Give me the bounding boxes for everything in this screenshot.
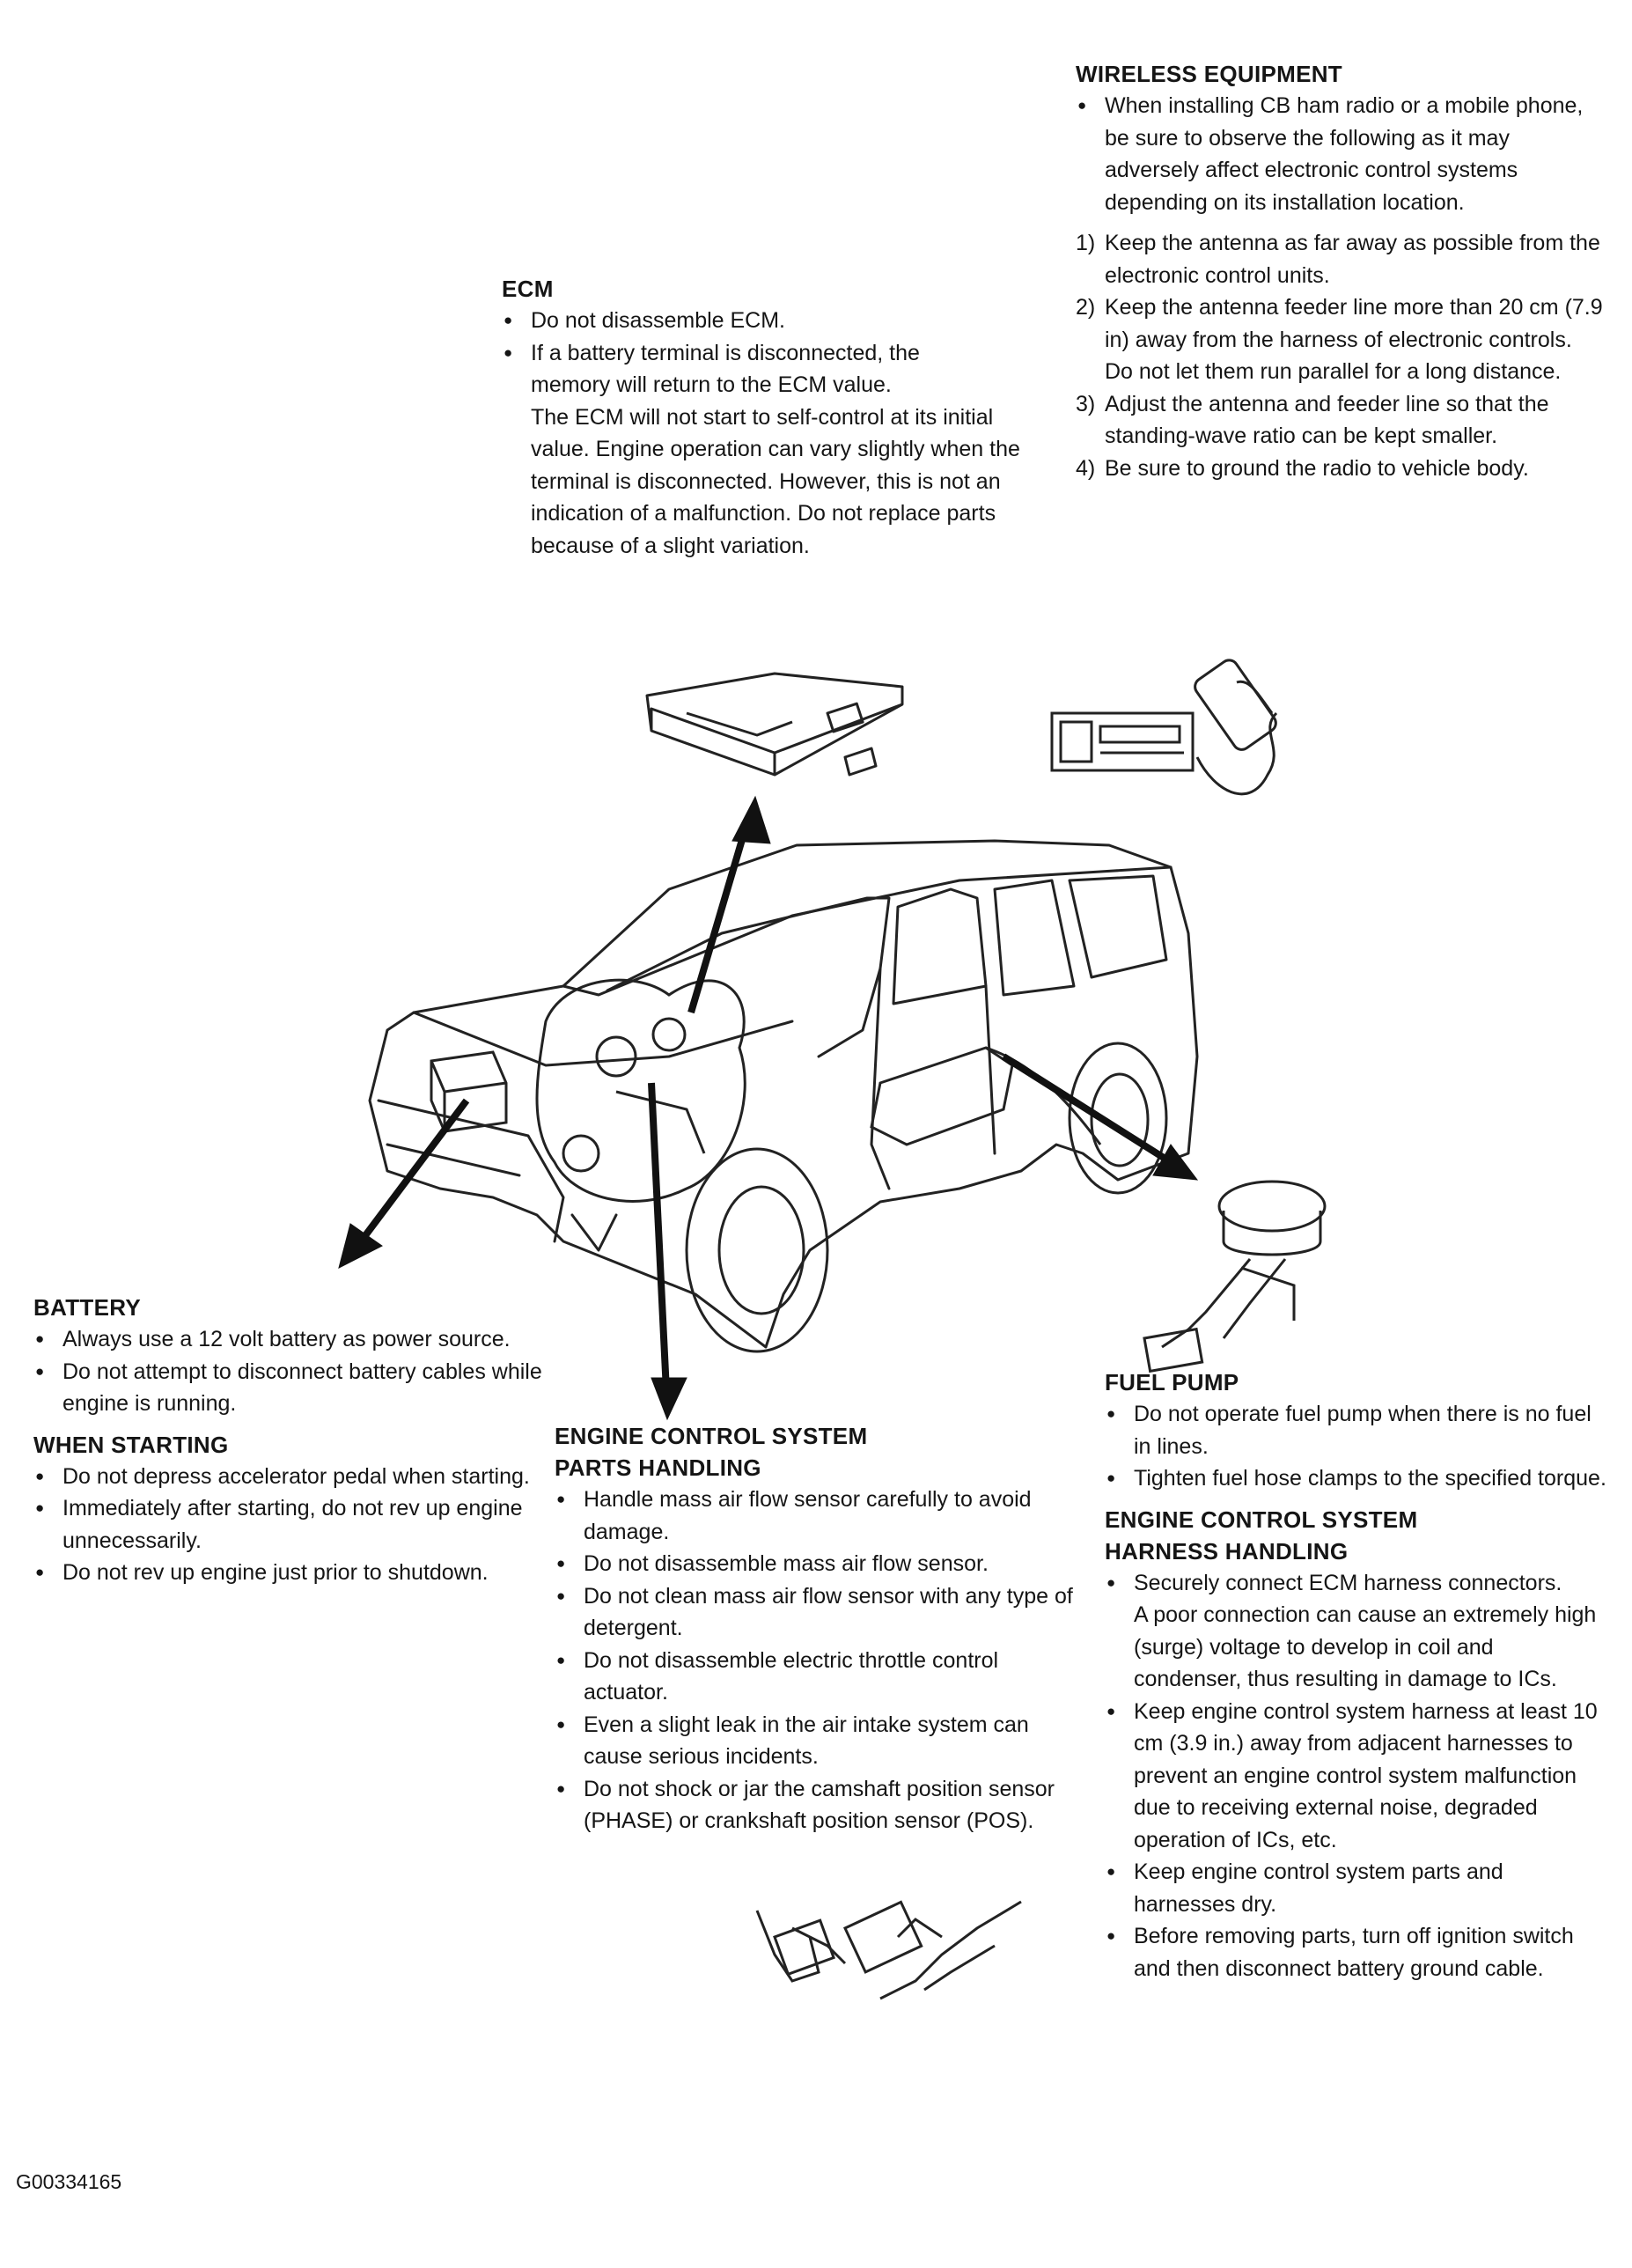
harness-note: A poor connection can cause an extremely… — [1134, 1602, 1597, 1691]
wireless-step-2: Keep the antenna feeder line more than 2… — [1076, 291, 1604, 388]
parts-title: ENGINE CONTROL SYSTEM PARTS HANDLING — [555, 1423, 868, 1481]
fuel-pump — [1217, 1180, 1327, 1233]
parts-bullet-3: Do not clean mass air flow sensor with a… — [555, 1580, 1083, 1645]
parts-section: ENGINE CONTROL SYSTEM PARTS HANDLING Han… — [555, 1420, 1083, 1837]
ecm-bullet-1: Do not disassemble ECM. — [502, 305, 1048, 337]
wireless-title: WIRELESS EQUIPMENT — [1076, 61, 1342, 87]
rear-wheel — [1068, 1042, 1168, 1195]
ecm-section: ECM Do not disassemble ECM. If a battery… — [502, 273, 1048, 562]
harness-bullet-3: Keep engine control system parts and har… — [1105, 1856, 1606, 1920]
harness-bullet-2: Keep engine control system harness at le… — [1105, 1696, 1606, 1857]
battery-bullet-1: Always use a 12 volt battery as power so… — [33, 1323, 544, 1356]
parts-bullet-4: Do not disassemble electric throttle con… — [555, 1645, 1083, 1709]
ecm-bullet-2: If a battery terminal is disconnected, t… — [502, 337, 1048, 563]
parts-bullet-1: Handle mass air flow sensor carefully to… — [555, 1484, 1083, 1548]
engine-block — [535, 978, 746, 1203]
wireless-step-4: Be sure to ground the radio to vehicle b… — [1076, 453, 1604, 485]
pointer-arrows — [338, 795, 1199, 1421]
harness-title: ENGINE CONTROL SYSTEM HARNESS HANDLING — [1105, 1506, 1418, 1565]
fuel-section: FUEL PUMP Do not operate fuel pump when … — [1105, 1366, 1606, 1984]
battery-bullet-2: Do not attempt to disconnect battery cab… — [33, 1356, 544, 1420]
battery-title: BATTERY — [33, 1294, 141, 1321]
parts-bullet-2: Do not disassemble mass air flow sensor. — [555, 1548, 1083, 1580]
sensor-parts — [755, 1910, 847, 1983]
wireless-step-3: Adjust the antenna and feeder line so th… — [1076, 388, 1604, 453]
starting-title: WHEN STARTING — [33, 1431, 229, 1458]
microphone — [1194, 659, 1277, 751]
fuel-bullet-2: Tighten fuel hose clamps to the specifie… — [1105, 1462, 1606, 1495]
fuel-title: FUEL PUMP — [1105, 1369, 1239, 1395]
starting-bullet-3: Do not rev up engine just prior to shutd… — [33, 1557, 544, 1589]
wireless-step-2-note: Do not let them run parallel for a long … — [1105, 359, 1562, 384]
cb-radio — [1050, 711, 1195, 772]
wireless-intro: When installing CB ham radio or a mobile… — [1076, 90, 1604, 218]
mic-cord — [1195, 711, 1278, 796]
figure-id: G00334165 — [16, 2170, 122, 2193]
starting-bullet-2: Immediately after starting, do not rev u… — [33, 1492, 544, 1557]
front-wheel — [685, 1147, 829, 1353]
fuel-bullet-1: Do not operate fuel pump when there is n… — [1105, 1398, 1606, 1462]
starting-bullet-1: Do not depress accelerator pedal when st… — [33, 1461, 544, 1493]
parts-bullet-6: Do not shock or jar the camshaft positio… — [555, 1773, 1083, 1837]
ecm-note: The ECM will not start to self-control a… — [531, 404, 1020, 558]
wireless-step-1: Keep the antenna as far away as possible… — [1076, 227, 1604, 291]
wireless-section: WIRELESS EQUIPMENT When installing CB ha… — [1076, 58, 1604, 484]
battery-section: BATTERY Always use a 12 volt battery as … — [33, 1292, 544, 1589]
harness-bullet-1: Securely connect ECM harness connectors.… — [1105, 1567, 1606, 1696]
suv-outline — [368, 839, 1199, 1349]
parts-bullet-5: Even a slight leak in the air intake sys… — [555, 1709, 1083, 1773]
harness-bullet-4: Before removing parts, turn off ignition… — [1105, 1920, 1606, 1984]
ecm-title: ECM — [502, 276, 554, 302]
battery-box — [430, 1050, 508, 1133]
